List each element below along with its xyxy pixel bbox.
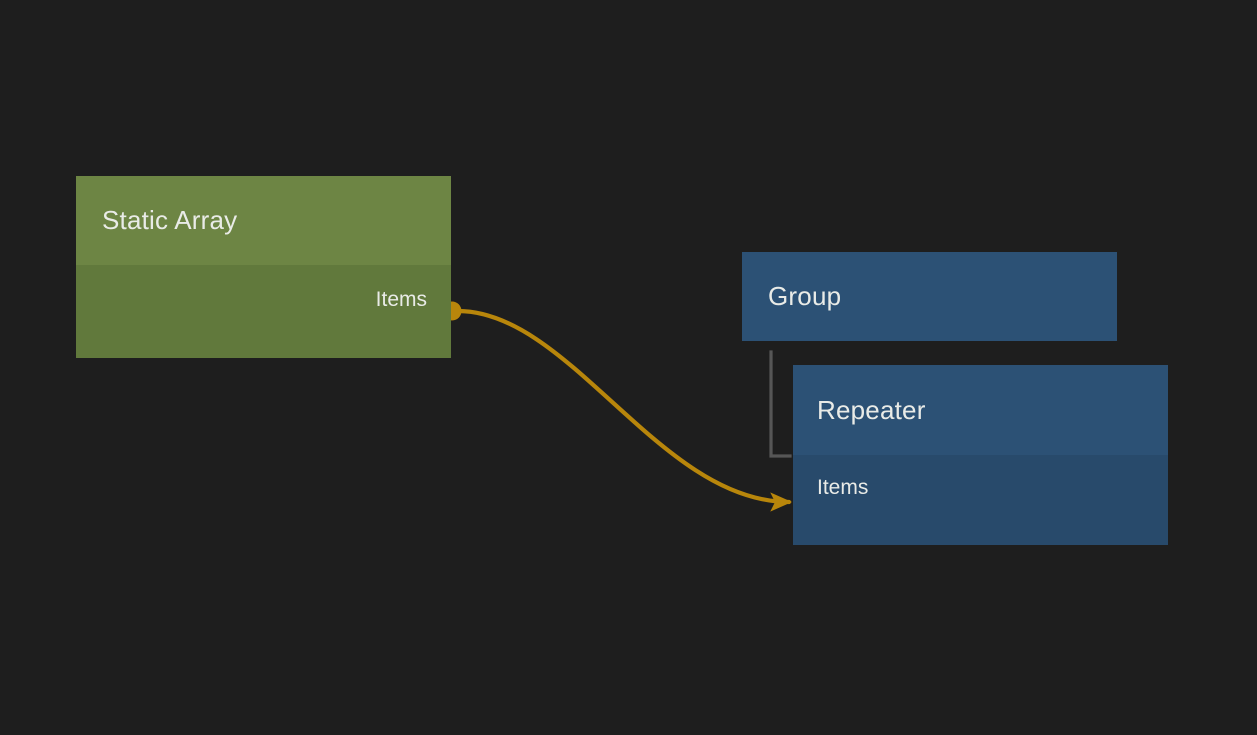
node-repeater-header[interactable]: Repeater	[793, 365, 1168, 455]
port-label-repeater-items: Items	[817, 476, 869, 499]
node-group[interactable]: Group	[742, 252, 1117, 341]
node-static-array-body: Items	[76, 265, 451, 358]
node-repeater-title: Repeater	[817, 394, 926, 425]
node-repeater-body: Items	[793, 455, 1168, 545]
node-static-array-title: Static Array	[102, 205, 238, 235]
port-label-static-array-items: Items	[375, 288, 427, 311]
connection-items-to-items	[455, 308, 793, 512]
node-static-array[interactable]: Static Array Items	[76, 176, 451, 358]
port-row-repeater-items[interactable]: Items	[793, 465, 1168, 511]
node-static-array-header[interactable]: Static Array	[76, 176, 451, 265]
connection-group-to-repeater	[769, 350, 792, 458]
port-row-static-array-items[interactable]: Items	[76, 277, 451, 323]
node-repeater[interactable]: Repeater Items	[793, 365, 1168, 545]
node-group-title: Group	[768, 281, 842, 311]
node-group-header[interactable]: Group	[742, 252, 1117, 341]
